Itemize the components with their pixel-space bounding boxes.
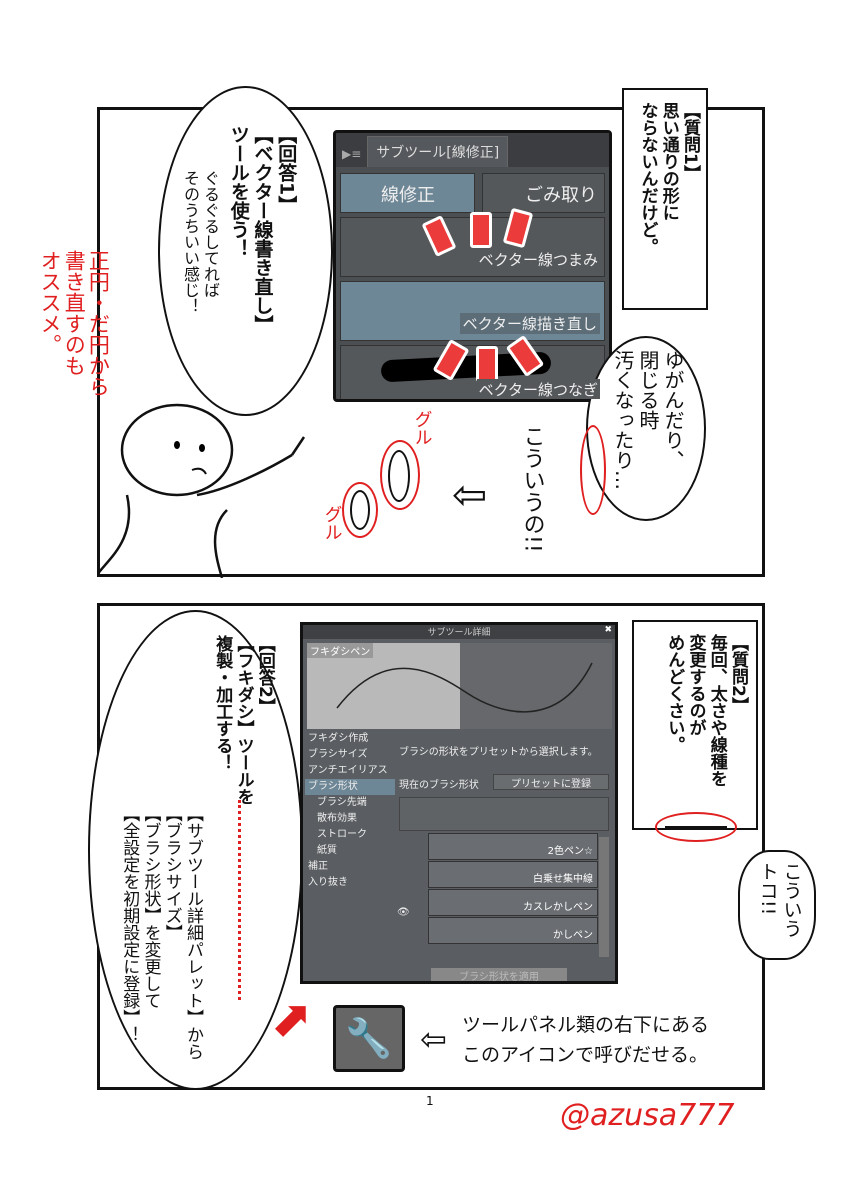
question-2-line: 変更するのが xyxy=(685,634,706,736)
answer-1-bold: 【回答1】 xyxy=(275,125,298,215)
red-wavy-underline xyxy=(238,800,244,1000)
item-label: ベクター線つなぎ xyxy=(476,379,600,399)
emphasis-mark xyxy=(476,346,498,382)
menu-item[interactable]: アンチエイリアス xyxy=(308,765,388,776)
current-shape-label: 現在のブラシ形状 xyxy=(399,780,479,791)
menu-item[interactable]: 散布効果 xyxy=(317,813,357,824)
subtool-panel: ▶≡ サブツール[線修正] 線修正 ごみ取り ベクター線つまみ ベクター線描き直… xyxy=(333,130,612,402)
note-line: このアイコンで呼びだせる。 xyxy=(462,1044,709,1067)
answer-1-sub: そのうちいい感じ！ xyxy=(181,170,200,314)
question-1-line: 思い通りの形に xyxy=(658,102,679,221)
red-handwritten-note: 正円・だ円から 書き直すのも オススメ。 xyxy=(38,250,110,397)
problem-text: ゆがんだり、 閉じる時 汚くなったり… xyxy=(610,350,685,490)
menu-item[interactable]: 紙質 xyxy=(317,845,337,856)
spiky-bubble xyxy=(738,850,816,960)
menu-item[interactable]: ブラシ形状 xyxy=(305,779,395,795)
subtool-tab[interactable]: サブツール[線修正] xyxy=(367,136,509,167)
menu-item[interactable]: 入り抜き xyxy=(308,877,348,888)
answer-2-bold: 【回答2】 xyxy=(254,635,275,715)
subtool-item-vector-join[interactable]: ベクター線つなぎ xyxy=(340,345,605,399)
problem-line: 閉じる時 xyxy=(636,350,660,430)
pointer-arrow-icon: ⇦ xyxy=(420,1020,447,1058)
answer-2-bubble xyxy=(88,610,303,1090)
red-circle xyxy=(380,440,420,510)
problem-line: 汚くなったり… xyxy=(611,350,635,490)
subtool-item-vector-redraw[interactable]: ベクター線描き直し xyxy=(340,281,605,341)
answer-2-bold: 複製・加工する！ xyxy=(212,635,233,771)
question-1-line: ならないんだけど。 xyxy=(637,102,658,255)
emphasis-mark xyxy=(470,212,492,248)
signature: @azusa777 xyxy=(560,1098,735,1133)
menu-item[interactable]: ストローク xyxy=(317,829,367,840)
question-1-line: 【質問1】 xyxy=(680,102,700,182)
close-icon[interactable]: ✖ xyxy=(604,625,612,635)
apply-shape-button[interactable]: ブラシ形状を適用 xyxy=(431,968,567,981)
red-note-line: 書き直すのも xyxy=(62,250,87,376)
left-arrow-icon: ⇦ xyxy=(452,470,488,519)
page-number: 1 xyxy=(426,1094,434,1108)
red-note-line: 正円・だ円から xyxy=(86,250,111,397)
brush-preset[interactable]: カスレかしペン xyxy=(428,889,598,916)
window-title: サブツール詳細 xyxy=(427,628,491,638)
preview-stroke xyxy=(336,662,593,713)
answer-2-sub: 【全設定を初期設定に登録】！ xyxy=(119,805,140,1043)
menu-item[interactable]: ブラシ先端 xyxy=(317,797,367,808)
item-label: ベクター線つまみ xyxy=(478,251,598,269)
question-2-line: 【質問2】 xyxy=(728,634,748,714)
answer-2-sub: 【ブラシサイズ】 xyxy=(161,805,182,941)
answer-1-sub: ぐるぐるしてれば xyxy=(201,170,220,298)
subtool-item-dust[interactable]: ごみ取り xyxy=(482,173,605,213)
current-shape-preview xyxy=(399,797,609,831)
question-2-box: 【質問2】 毎回、太さや線種を 変更するのが めんどくさい。 xyxy=(632,620,758,830)
question-2-line: 毎回、太さや線種を xyxy=(706,634,727,787)
item-label: ベクター線描き直し xyxy=(459,313,600,334)
red-note-line: オススメ。 xyxy=(38,250,63,355)
answer-2-bold: 【フキダシ】ツールを xyxy=(233,635,254,805)
answer-2-sub: 【ブラシ形状】を変更して xyxy=(140,805,161,1009)
menu-item[interactable]: フキダシ作成 xyxy=(308,733,369,744)
subtool-item-line-fix[interactable]: 線修正 xyxy=(340,173,475,213)
answer-1-bold: 【ベクター線書き直し】 xyxy=(251,125,274,334)
guru-annotation: グル xyxy=(411,410,433,446)
wrench-icon[interactable]: 🔧 xyxy=(333,1005,405,1072)
answer-1-bubble xyxy=(158,86,333,416)
preview-label: フキダシペン xyxy=(307,643,374,658)
guru-annotation: グル xyxy=(321,505,343,541)
kouiu-text: こういうの!! xyxy=(519,425,545,553)
red-circle xyxy=(655,812,737,842)
eye-icon[interactable]: 👁 xyxy=(397,907,410,918)
menu-item[interactable]: ブラシサイズ xyxy=(308,749,368,760)
problem-line: ゆがんだり、 xyxy=(661,350,685,470)
problem-bubble xyxy=(586,336,706,521)
brush-name: カスレかしペン xyxy=(523,902,593,913)
brush-name: 2色ペン☆ xyxy=(547,846,593,857)
brush-name: かしペン xyxy=(553,930,593,941)
spiky-line: こういう xyxy=(780,862,803,938)
spiky-text: こういう トコ!! xyxy=(755,862,803,938)
brush-preset[interactable]: かしペン xyxy=(428,917,598,944)
red-circle xyxy=(580,425,606,515)
register-preset-button[interactable]: プリセットに登録 xyxy=(493,774,609,790)
answer-2-text: 【回答2】 【フキダシ】ツールを 複製・加工する！ 【サブツール詳細パレット】か… xyxy=(118,635,275,1065)
answer-2-sub: 【サブツール詳細パレット】から xyxy=(183,805,203,1060)
red-circle xyxy=(342,482,378,538)
menu-item[interactable]: 補正 xyxy=(308,861,328,872)
menu-icon[interactable]: ▶≡ xyxy=(342,147,362,161)
description: ブラシの形状をプリセットから選択します。 xyxy=(399,747,598,758)
question-1-box: 【質問1】 思い通りの形に ならないんだけど。 xyxy=(622,88,708,310)
answer-1-text: 【回答1】 【ベクター線書き直し】 ツールを使う！ ぐるぐるしてれば そのうちい… xyxy=(180,125,297,385)
answer-1-bold: ツールを使う！ xyxy=(227,125,250,258)
brush-preset[interactable]: 2色ペン☆ xyxy=(428,833,598,860)
scrollbar[interactable] xyxy=(599,837,609,957)
spiky-line: トコ!! xyxy=(756,862,779,916)
icon-note: ツールパネル類の右下にある このアイコンで呼びだせる。 xyxy=(462,1010,709,1071)
brush-preset[interactable]: 白乗せ集中線 xyxy=(428,861,598,888)
question-2-line: めんどくさい。 xyxy=(664,634,685,753)
settings-menu: フキダシ作成 ブラシサイズ アンチエイリアス ブラシ形状 ブラシ先端 散布効果 … xyxy=(305,731,395,891)
note-line: ツールパネル類の右下にある xyxy=(462,1014,710,1036)
stick-figure xyxy=(97,403,306,578)
brush-name: 白乗せ集中線 xyxy=(533,874,593,885)
